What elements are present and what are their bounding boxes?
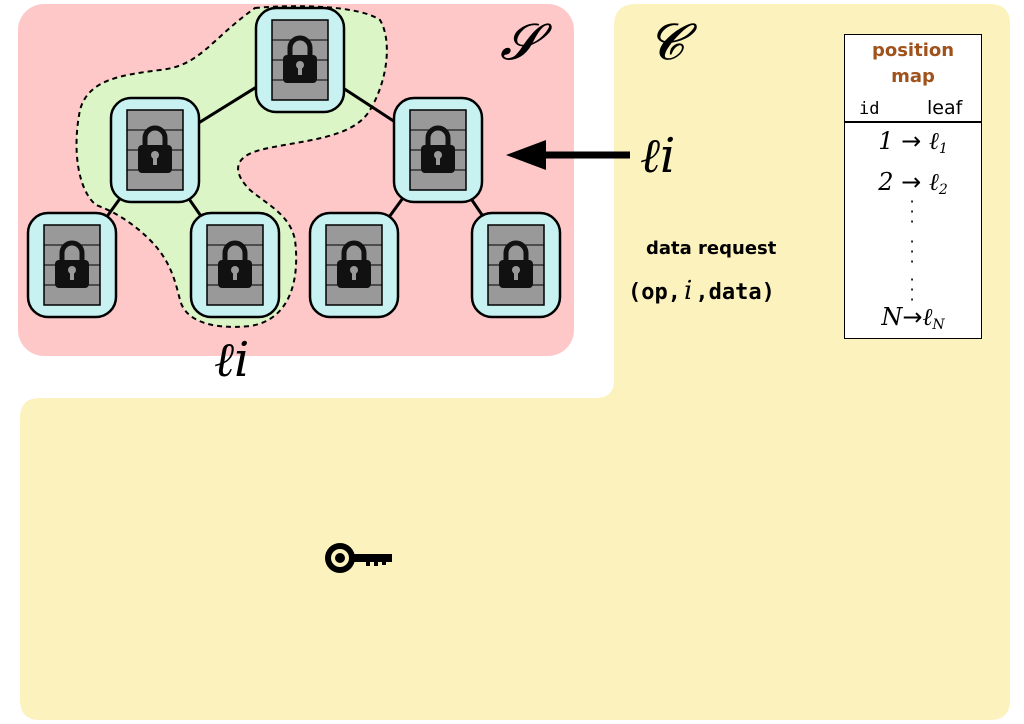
lock-icon (499, 240, 533, 288)
server-label: 𝓢 (500, 13, 539, 71)
data-request-tuple: (op,i,data) (628, 276, 775, 306)
row-arrow: → (902, 303, 923, 331)
position-map-title-2: map (891, 66, 935, 87)
tree-node-leaf-2 (189, 211, 281, 319)
column-leaf: leaf (927, 97, 963, 119)
map-row-1: 1 → ℓ1 (845, 127, 981, 157)
data-request-title: data request (646, 238, 777, 259)
position-map-table: position map id leaf 1 → ℓ1 2 → ℓ2 ··· ·… (844, 34, 982, 339)
lock-icon (55, 240, 89, 288)
path-label: ℓi (214, 332, 250, 388)
client-label: 𝓒 (648, 13, 684, 71)
key-icon (325, 543, 392, 573)
leaf-arrow (506, 140, 630, 170)
tree-node-root (254, 6, 346, 114)
arrow-label: ℓi (640, 128, 676, 184)
column-id: id (859, 99, 880, 119)
tuple-close: ) (761, 280, 775, 305)
lock-icon (283, 35, 317, 83)
row-leaf: ℓ (928, 168, 939, 196)
tuple-comma-2: , (695, 280, 709, 305)
row-id: 1 (878, 127, 894, 155)
row-id: N (881, 303, 903, 331)
ellipsis-3: ··· (909, 270, 915, 309)
row-leaf-sub: 1 (938, 141, 948, 157)
row-arrow: → (901, 168, 922, 196)
tuple-data: data (708, 280, 762, 305)
position-map-title-1: position (871, 40, 955, 61)
row-leaf-sub: N (932, 317, 945, 333)
tuple-i: i (684, 276, 693, 306)
lock-icon (138, 125, 172, 173)
tree-node-leaf-4 (470, 211, 562, 319)
row-id: 2 (878, 168, 894, 196)
map-row-n: N→ℓN (845, 303, 981, 333)
lock-icon (337, 240, 371, 288)
header-rule (845, 121, 981, 123)
tree-node-leaf-1 (26, 211, 118, 319)
row-leaf-sub: 2 (938, 182, 948, 198)
tuple-open: ( (628, 280, 642, 305)
tree-node-left-child (109, 96, 201, 204)
client-background (20, 4, 1010, 720)
row-arrow: → (901, 127, 922, 155)
ellipsis-1: ··· (909, 192, 915, 231)
map-row-2: 2 → ℓ2 (845, 168, 981, 198)
lock-icon (218, 240, 252, 288)
row-leaf: ℓ (928, 127, 939, 155)
ellipsis-2: ··· (909, 232, 915, 271)
tuple-comma-1: , (667, 280, 681, 305)
tuple-op: op (641, 280, 668, 305)
lock-icon (421, 125, 455, 173)
tree-node-right-child (392, 96, 484, 204)
row-leaf: ℓ (922, 303, 933, 331)
tree-node-leaf-3 (308, 211, 400, 319)
